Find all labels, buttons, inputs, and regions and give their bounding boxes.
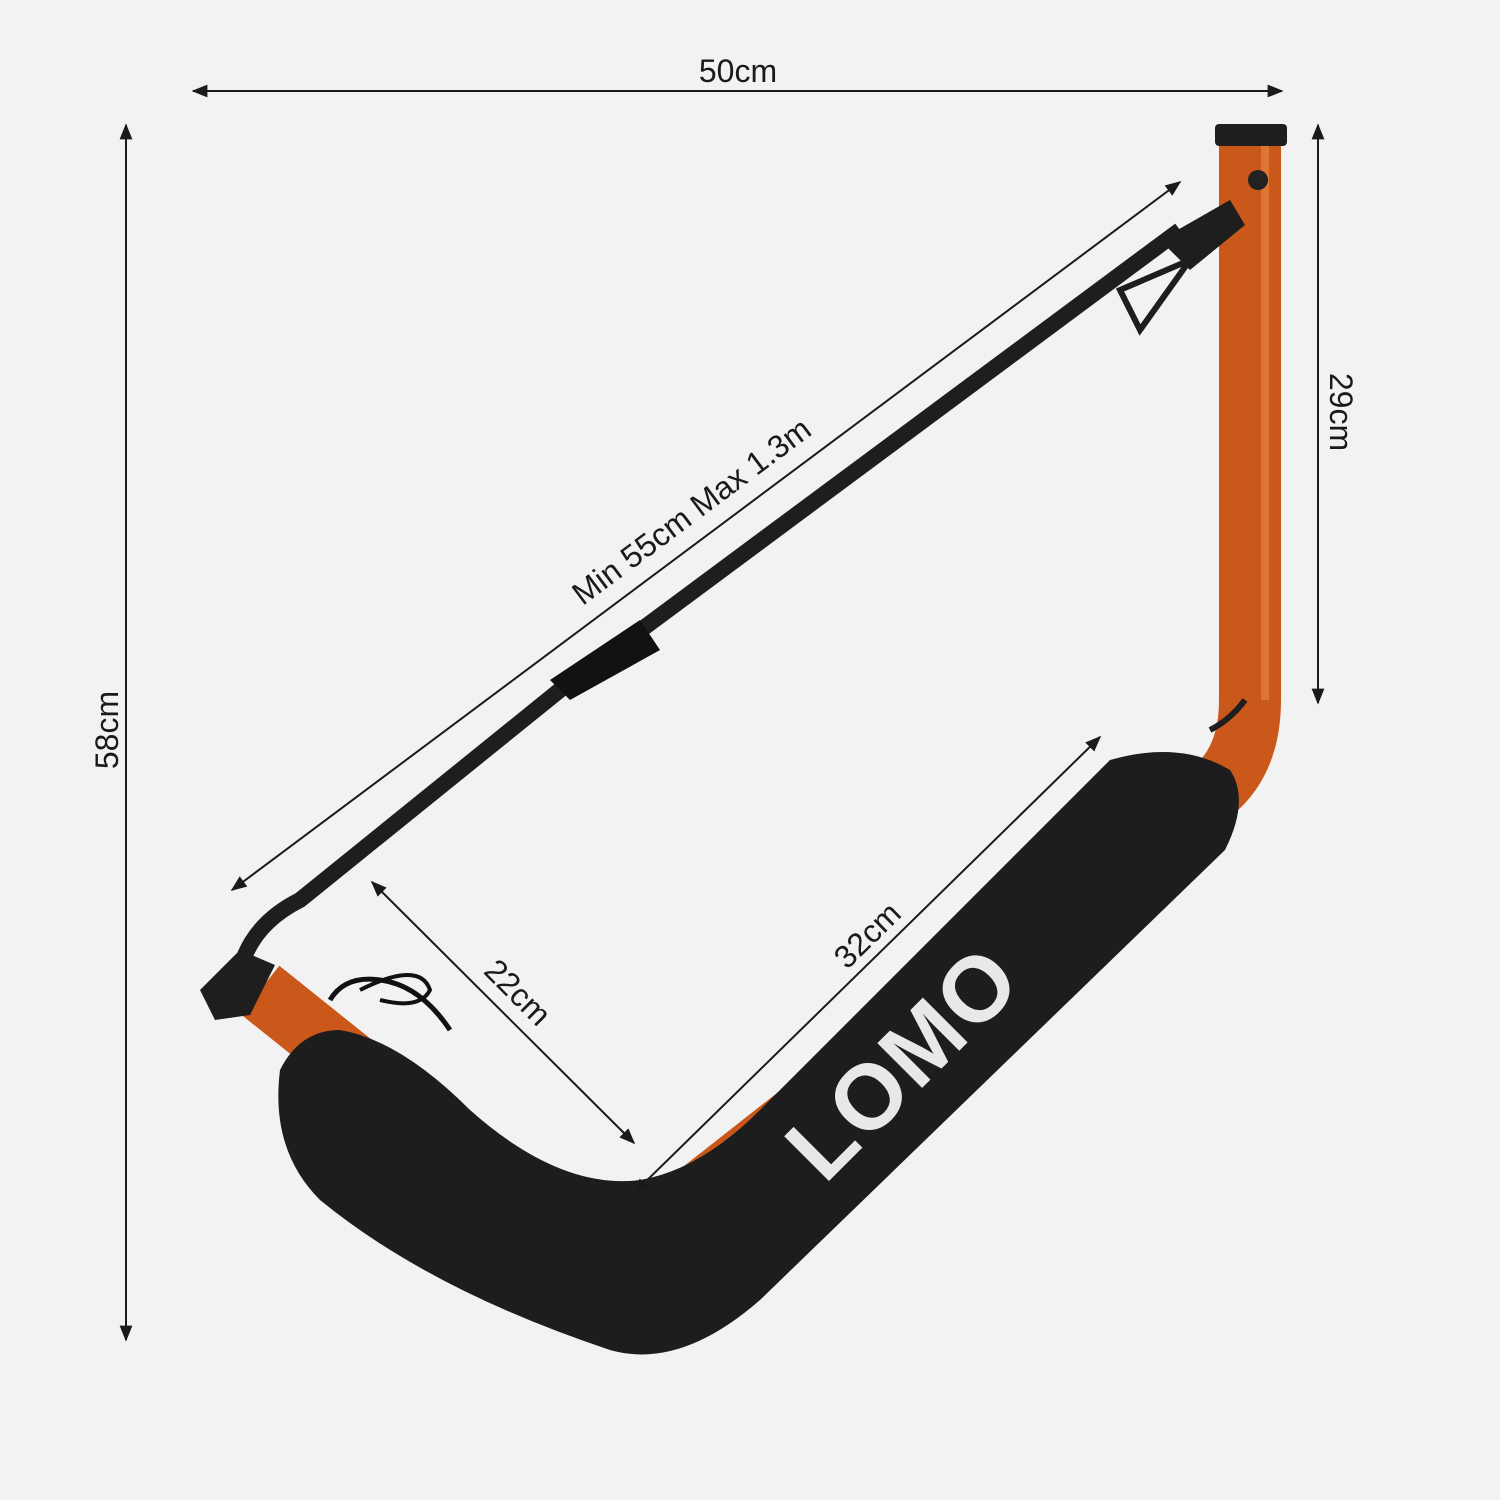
lower-arm-label: 22cm [477, 952, 558, 1033]
strap-dimension-arrow [230, 181, 1182, 891]
padded-sleeve: LOMO [278, 752, 1239, 1355]
upright-label: 29cm [1323, 373, 1359, 451]
strap-label: Min 55cm Max 1.3m [565, 410, 817, 611]
lower-arm-dimension-arrow [370, 880, 636, 1145]
mount-screw-icon [1248, 170, 1268, 190]
strap-buckle [550, 620, 660, 700]
bottom-end-cap [200, 950, 275, 1020]
pad-dimension-arrow [632, 735, 1102, 1195]
height-label: 58cm [89, 691, 125, 769]
top-end-cap [1215, 124, 1287, 146]
width-label: 50cm [699, 53, 777, 89]
